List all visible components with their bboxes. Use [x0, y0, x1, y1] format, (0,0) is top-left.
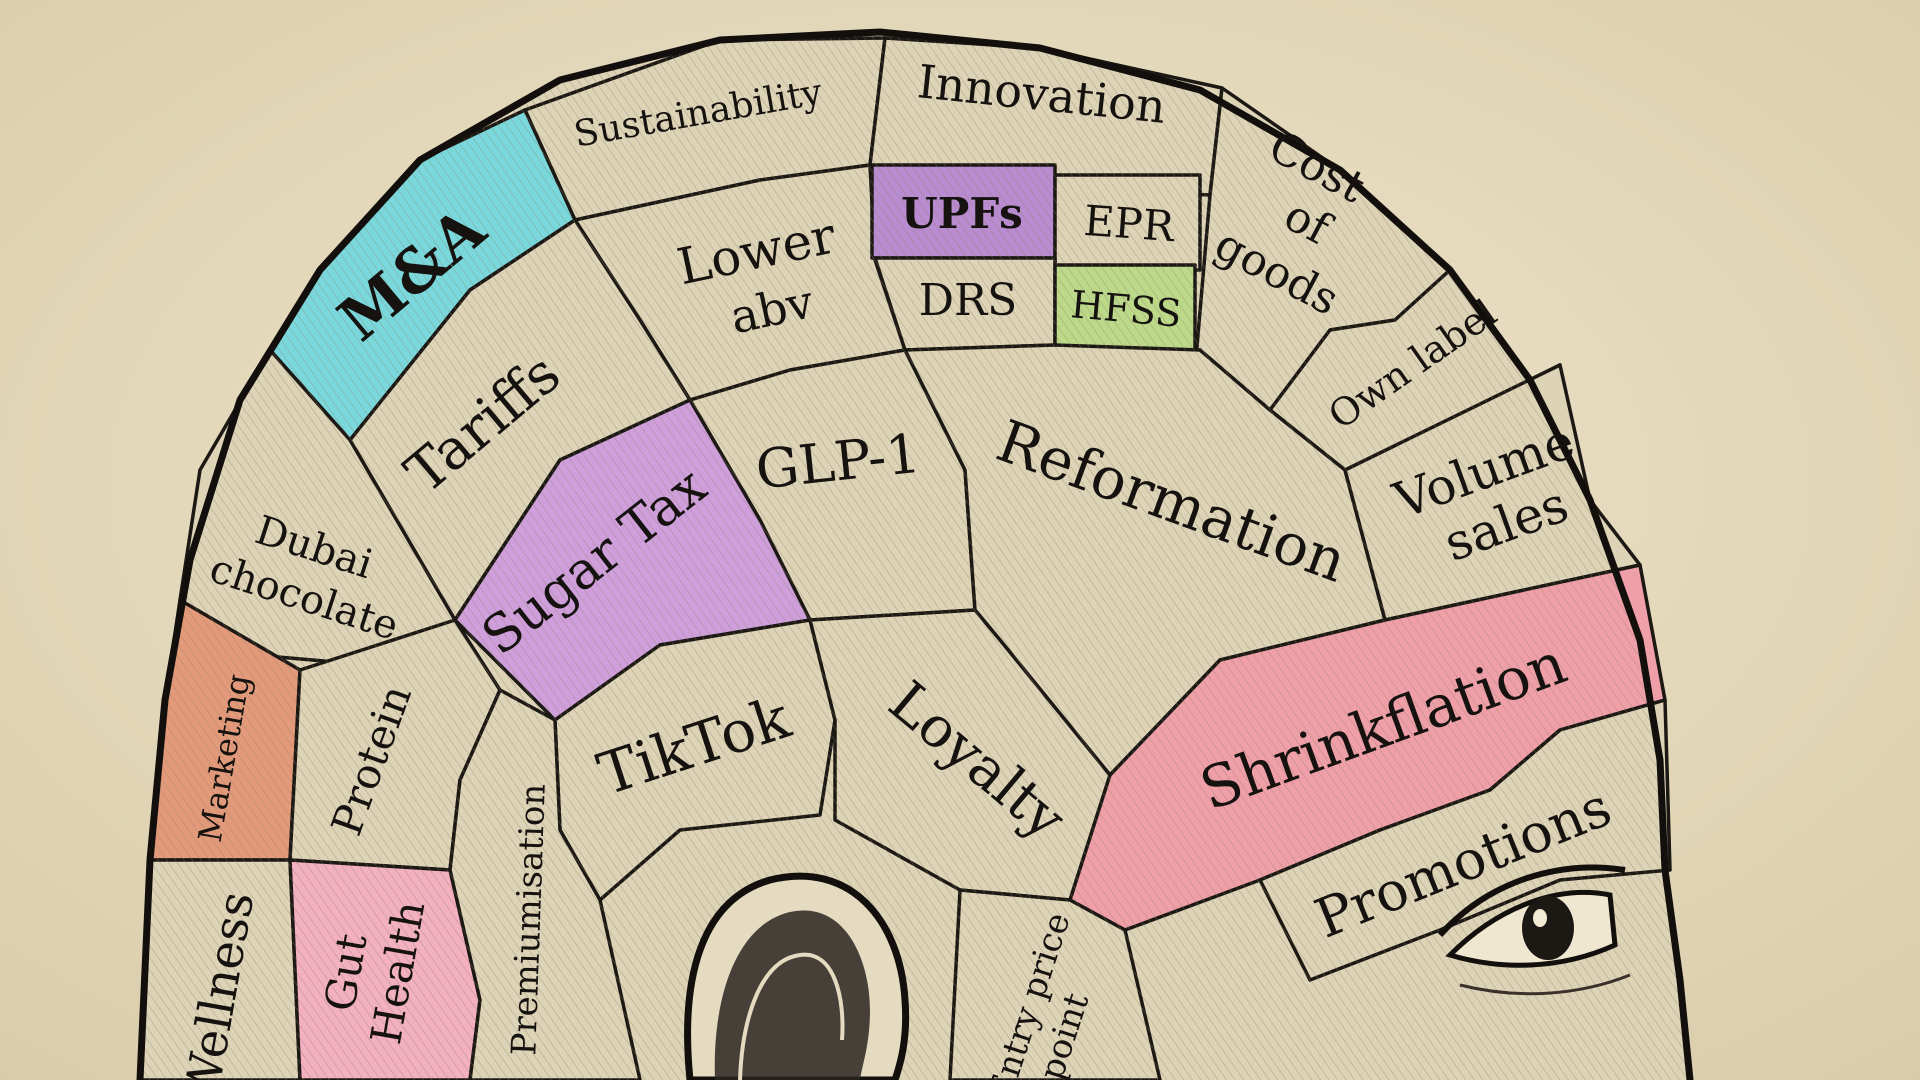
head-outline	[136, 28, 1694, 1080]
ear-illustration	[684, 872, 910, 1080]
label-drs: DRS	[919, 275, 1018, 326]
label-premiumisation: Premiumisation	[504, 783, 553, 1056]
label-epr: EPR	[1082, 196, 1177, 251]
eye-illustration	[1437, 864, 1631, 996]
label-upfs: UPFs	[901, 189, 1023, 238]
label-hfss: HFSS	[1069, 282, 1183, 335]
engraving-hatch	[140, 32, 1690, 1080]
